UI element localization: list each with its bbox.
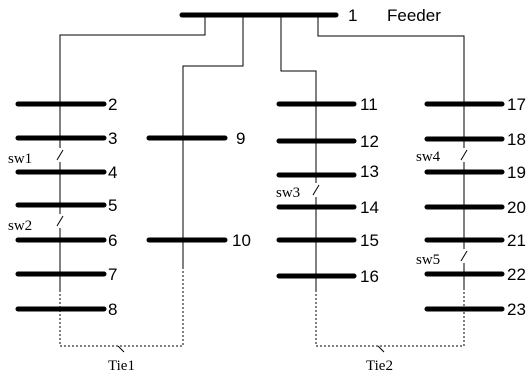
tie2-marker (377, 345, 385, 353)
tie-label-tie1: Tie1 (108, 358, 135, 374)
sw3-symbol (312, 184, 320, 196)
feeder-node-label: 1 (348, 6, 357, 25)
sw5-symbol (460, 250, 468, 262)
line-feeder-to-left-lateral (59, 15, 206, 290)
node-label-13: 13 (360, 162, 379, 181)
node-label-20: 20 (507, 198, 526, 217)
node-label-9: 9 (236, 129, 245, 148)
node-label-16: 16 (360, 267, 379, 286)
node-label-15: 15 (360, 231, 379, 250)
node-label-11: 11 (360, 95, 378, 114)
sw1-symbol (56, 149, 64, 161)
switch-label-sw4: sw4 (416, 149, 441, 165)
node-label-6: 6 (108, 231, 117, 250)
tie2-line (315, 290, 465, 347)
tie1-marker (117, 345, 125, 353)
node-label-19: 19 (507, 163, 526, 182)
node-label-21: 21 (507, 231, 526, 250)
node-label-3: 3 (108, 129, 117, 148)
sw2-symbol (56, 215, 64, 227)
node-label-8: 8 (108, 300, 117, 319)
sw4-symbol (460, 149, 468, 161)
line-feeder-to-lateral-9-10 (182, 15, 244, 269)
node-label-10: 10 (232, 231, 251, 250)
line-feeder-to-lateral-11-16 (280, 15, 317, 290)
switch-label-sw2: sw2 (8, 218, 32, 234)
node-label-23: 23 (507, 300, 526, 319)
switch-label-sw3: sw3 (276, 185, 300, 201)
tie-label-tie2: Tie2 (366, 358, 393, 374)
node-label-22: 22 (507, 265, 526, 284)
node-label-14: 14 (360, 198, 379, 217)
node-label-7: 7 (108, 265, 117, 284)
node-label-18: 18 (507, 130, 526, 149)
tie1-line (59, 269, 184, 347)
node-label-17: 17 (507, 95, 526, 114)
node-label-2: 2 (108, 95, 117, 114)
line-feeder-to-right-lateral (317, 15, 465, 290)
node-label-12: 12 (360, 132, 379, 151)
node-label-5: 5 (108, 196, 117, 215)
switch-label-sw5: sw5 (416, 252, 440, 268)
node-label-4: 4 (108, 163, 117, 182)
feeder-label: Feeder (387, 6, 441, 25)
switch-label-sw1: sw1 (8, 151, 32, 167)
